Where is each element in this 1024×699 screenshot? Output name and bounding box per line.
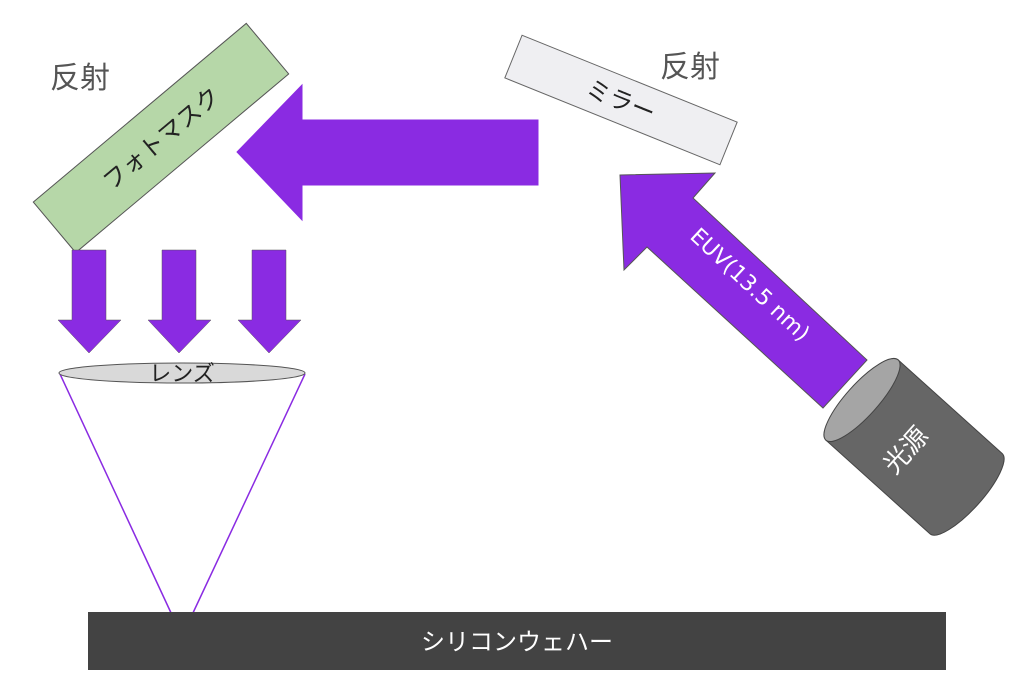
silicon-wafer: シリコンウェハー (88, 612, 946, 670)
lens-label: レンズ (149, 362, 215, 387)
focus-line-left (59, 373, 173, 616)
reflect-label-left: 反射 (50, 61, 110, 96)
focus-line-right (191, 373, 306, 616)
lens: レンズ (58, 362, 306, 387)
reflected-beam-arrow (236, 83, 539, 222)
down-arrow-2 (147, 249, 212, 354)
down-arrow-1 (57, 249, 122, 354)
reflect-label-right: 反射 (660, 50, 720, 85)
light-source: 光源 (823, 357, 1005, 536)
euv-beam-arrow (619, 172, 868, 409)
down-arrow-3 (237, 249, 302, 354)
wafer-label: シリコンウェハー (421, 628, 613, 656)
